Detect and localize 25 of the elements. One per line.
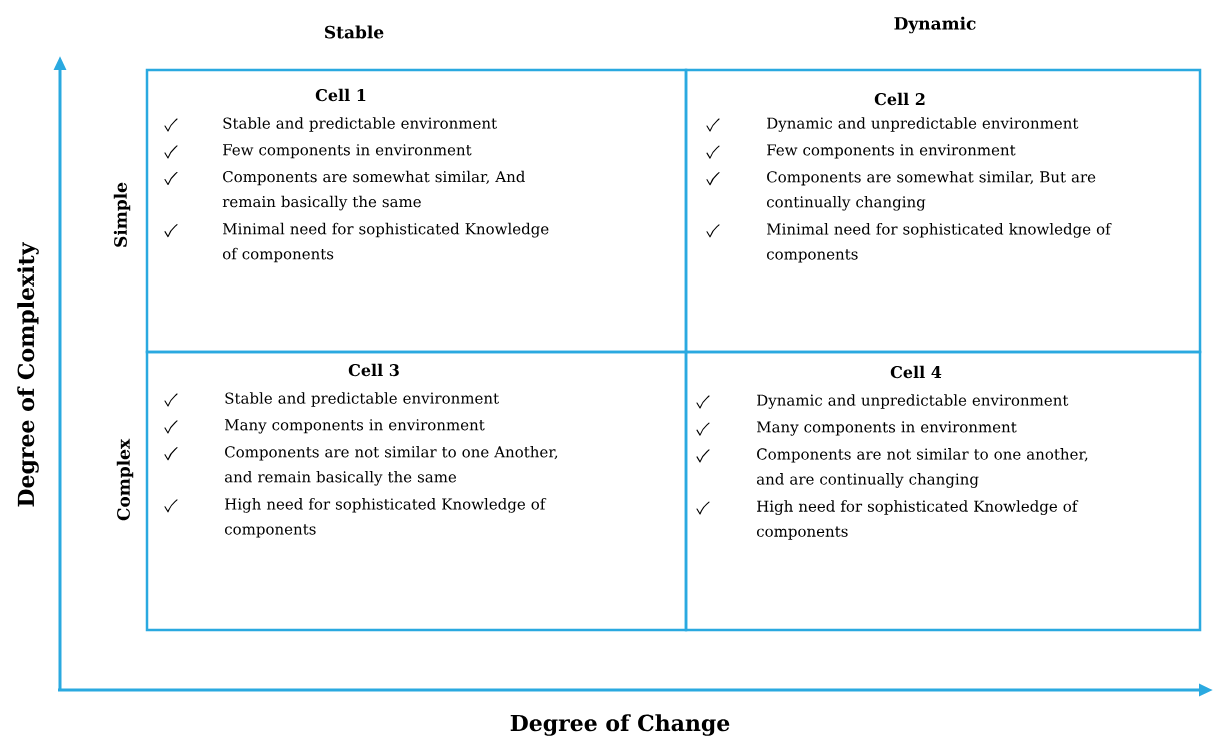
list-item: Dynamic and unpredictable environment: [757, 394, 1069, 409]
list-item: Many components in environment: [756, 421, 1017, 436]
list-item: Minimal need for sophisticated Knowledge of components: [222, 222, 549, 263]
list-item: Few components in environment: [767, 144, 1016, 159]
list-item: Components are somewhat similar, But are continually changing: [766, 170, 1096, 211]
cell-heading: Cell 2: [874, 92, 925, 106]
list-item: Many components in environment: [224, 419, 485, 434]
list-item: Few components in environment: [223, 144, 472, 159]
list-item: High need for sophisticated Knowledge of components: [224, 498, 547, 538]
row-heading: Simple: [113, 182, 131, 247]
column-heading: Dynamic: [894, 16, 976, 34]
axis-title: Degree of Change: [510, 714, 730, 736]
column-heading: Stable: [324, 25, 384, 39]
list-item: Components are not similar to one another, and are continually changing: [756, 448, 1088, 488]
list-item: Components are somewhat similar, And remain basically the same: [222, 170, 525, 211]
list-item: Stable and predictable environment: [223, 117, 497, 132]
list-item: Stable and predictable environment: [225, 392, 499, 407]
cell-heading: Cell 1: [315, 88, 366, 102]
cell-heading: Cell 4: [890, 365, 942, 379]
list-item: Minimal need for sophisticated knowledge of components: [766, 223, 1112, 263]
list-item: Components are not similar to one Another, and remain basically the same: [224, 445, 558, 486]
list-item: Dynamic and unpredictable environment: [767, 117, 1079, 132]
cell-heading: Cell 3: [348, 363, 399, 377]
axis-title: Degree of Complexity: [17, 241, 39, 507]
list-item: High need for sophisticated Knowledge of components: [756, 500, 1079, 540]
